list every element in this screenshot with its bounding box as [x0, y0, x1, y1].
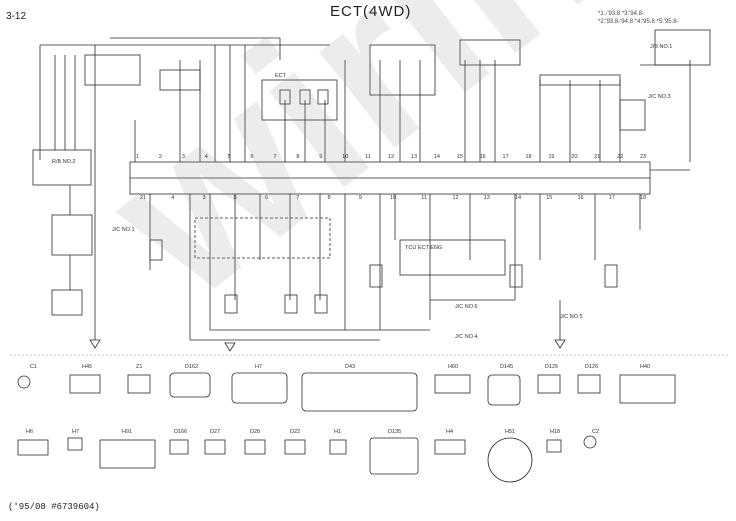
ecu-pin-top: 3	[181, 154, 185, 160]
ecu-pin-top: 19	[548, 154, 555, 160]
connector-code: H45	[82, 364, 93, 370]
ecu-pin-bottom: 14	[515, 195, 522, 201]
connector-code: D166	[174, 429, 188, 435]
connector-code: D28	[250, 429, 261, 435]
ecu-pin-bottom: 12	[452, 195, 459, 201]
ecu-pin-bottom: 21	[140, 195, 147, 201]
ecu-pin-top: 16	[479, 154, 486, 160]
connector-code: D22	[290, 429, 301, 435]
ecu-pin-bottom: 5	[233, 195, 237, 201]
ecu-pin-top: 6	[250, 154, 254, 160]
label-jb1: J/B NO.1	[650, 44, 673, 50]
label-ecu-top: ECT	[275, 73, 286, 79]
ecu-pin-top: 9	[319, 154, 323, 160]
connector-code: H91	[122, 429, 133, 435]
connector-code: D135	[388, 429, 402, 435]
ecu-pin-bottom: 18	[640, 195, 647, 201]
page-title: ECT(4WD)	[330, 3, 412, 20]
model-note-a: *1:-'93.8 *3:'94.8-	[598, 11, 644, 17]
ecu-pin-bottom: 7	[296, 195, 300, 201]
ecu-pin-bottom: 10	[390, 195, 397, 201]
ecu-pin-top: 1	[136, 154, 140, 160]
ecu-pin-top: 21	[594, 154, 601, 160]
label-jc6: J/C NO.6	[455, 304, 478, 310]
connector-code: D125	[545, 364, 559, 370]
doc-code: ('95/08 #6739604)	[8, 502, 100, 512]
ecu-pin-top: 13	[410, 154, 418, 160]
ecu-pin-bottom: 11	[421, 195, 427, 201]
connector-code: H18	[550, 429, 561, 435]
connector-code: H6	[26, 429, 34, 435]
ecu-pin-bottom: 8	[327, 195, 331, 201]
connector-code: H60	[448, 364, 459, 370]
connector-code: C2	[592, 429, 600, 435]
ecu-pin-top: 8	[296, 154, 300, 160]
ecu-pin-bottom: 16	[577, 195, 584, 201]
ecu-pin-bottom: 9	[358, 195, 362, 201]
label-relay-r9: R/B NO.2	[52, 159, 76, 165]
ecu-pin-top: 5	[227, 154, 231, 160]
connector-code: H51	[505, 429, 516, 435]
connector-code: D27	[210, 429, 221, 435]
label-jc3: J/C NO.3	[648, 94, 671, 100]
connector-code: D43	[345, 364, 356, 370]
connector-code: H7	[255, 364, 263, 370]
ecu-pin-top: 14	[433, 154, 440, 160]
ecu-pin-bottom: 15	[546, 195, 553, 201]
connector-code: Z1	[136, 364, 143, 370]
connector-code: D145	[500, 364, 514, 370]
label-jc4: J/C NO.4	[455, 334, 478, 340]
ecu-pin-bottom: 4	[171, 195, 175, 201]
ecu-pin-top: 4	[204, 154, 208, 160]
ecu-pin-top: 2	[158, 154, 162, 160]
connector-code: H4	[446, 429, 454, 435]
ecu-pin-bottom: 17	[608, 195, 615, 201]
label-jc1: J/C NO.1	[112, 227, 135, 233]
ecu-pin-top: 12	[388, 154, 395, 160]
ecu-pin-top: 20	[571, 154, 578, 160]
page-number: 3-12	[6, 11, 27, 22]
model-note-b: *2:'93.8-'94.8 *4:'95.8 *5:'95.8-	[598, 19, 679, 25]
connector-code: H40	[640, 364, 651, 370]
ecu-pin-top: 11	[365, 154, 371, 160]
ecu-pin-top: 22	[617, 154, 624, 160]
ecu-pin-top: 7	[273, 154, 277, 160]
connector-code: D162	[185, 364, 199, 370]
ecu-pin-top: 15	[456, 154, 463, 160]
ecu-pin-bottom: 6	[265, 195, 269, 201]
connector-code: C1	[30, 364, 38, 370]
ecu-pin-top: 23	[640, 154, 647, 160]
ecu-pin-top: 17	[502, 154, 509, 160]
ecu-pin-bottom: 3	[202, 195, 206, 201]
connector-code: D126	[585, 364, 599, 370]
label-ecu-box: TCU ECT ENG	[405, 245, 443, 251]
connector-code: H7	[72, 429, 80, 435]
connector-code: H1	[334, 429, 342, 435]
ecu-pin-top: 10	[342, 154, 349, 160]
ecu-pin-bottom: 13	[483, 195, 490, 201]
ecu-pin-top: 18	[525, 154, 532, 160]
label-jc5: J/C NO.5	[560, 314, 583, 320]
